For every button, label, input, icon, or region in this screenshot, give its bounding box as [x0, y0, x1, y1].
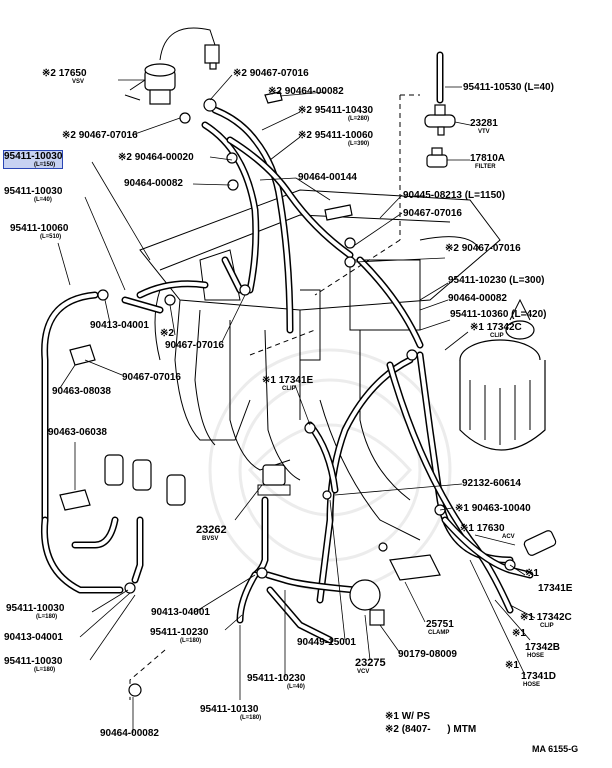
label-95411-10030-highlight[interactable]: 95411-10030(L=150): [2, 150, 64, 169]
label-asterisk1-c: ※1: [505, 660, 519, 671]
label-95411-10230-a: 95411-10230 (L=300): [448, 275, 545, 286]
label-90445-08213: 90445-08213 (L=1150): [403, 190, 506, 201]
label-95411-10030-c: 95411-10030(L=180): [4, 656, 63, 673]
label-95411-10030-b: 95411-10030(L=180): [6, 603, 65, 620]
label-95411-10130: 95411-10130(L=180): [200, 704, 262, 721]
label-90467-07016-a: ※2 90467-07016: [233, 68, 309, 79]
intake-manifold: [139, 189, 501, 541]
label-90413-04001-c: 90413-04001: [4, 632, 63, 643]
label-90463-06038: 90463-06038: [48, 427, 107, 438]
label-95411-10030-a: 95411-10030(L=40): [4, 186, 63, 203]
label-90467-07016-c: 90467-07016: [403, 208, 462, 219]
distributor: [459, 298, 546, 451]
label-90467-07016-f: 90467-07016: [122, 372, 181, 383]
label-95411-10230-b: 95411-10230(L=180): [150, 627, 209, 644]
label-92132-60614: 92132-60614: [462, 478, 521, 489]
label-90449-15001: 90449-15001: [297, 637, 356, 648]
label-90467-07016-b: ※2 90467-07016: [62, 130, 138, 141]
label-95411-10530: 95411-10530 (L=40): [463, 82, 554, 93]
label-90463-08038: 90463-08038: [52, 386, 111, 397]
label-90179-08009: 90179-08009: [398, 649, 457, 660]
label-90467-07016-e: 90467-07016: [165, 340, 224, 351]
label-90464-00082-b: 90464-00082: [124, 178, 183, 189]
diagram-code: MA 6155-G: [532, 744, 579, 754]
label-90464-00082-c: 90464-00082: [448, 293, 507, 304]
label-90413-04001-b: 90413-04001: [151, 607, 210, 618]
components: [59, 27, 557, 697]
legend-line-2: ※2 (8407- ) MTM: [385, 724, 477, 735]
legend: ※1 W/ PS ※2 (8407- ) MTM: [385, 710, 476, 736]
label-90467-07016-d: ※2 90467-07016: [445, 243, 521, 254]
label-90464-00020: ※2 90464-00020: [118, 152, 194, 163]
label-95411-10360: 95411-10360 (L=420): [450, 309, 547, 320]
label-asterisk2: ※2: [160, 328, 174, 339]
hoses: [40, 51, 534, 644]
label-95411-10430: ※2 95411-10430(L=280): [298, 105, 374, 122]
label-90463-10040: ※1 90463-10040: [455, 503, 531, 514]
label-95411-10060-a: ※2 95411-10060(L=390): [298, 130, 374, 147]
label-95411-10230-c: 95411-10230(L=40): [247, 673, 306, 690]
label-90464-00082-a: ※2 90464-00082: [268, 86, 344, 97]
label-95411-10060-b: 95411-10060(L=510): [10, 223, 69, 240]
legend-line-1: ※1 W/ PS: [385, 711, 431, 722]
label-90464-00082-d: 90464-00082: [100, 728, 159, 739]
label-asterisk1-b: ※1: [512, 628, 526, 639]
dashed-box: [129, 94, 420, 700]
label-90464-00144: 90464-00144: [298, 172, 357, 183]
leader-lines: [57, 74, 536, 733]
label-90413-04001-a: 90413-04001: [90, 320, 149, 331]
label-17341e-b: 17341E: [538, 583, 573, 594]
label-asterisk1-a: ※1: [525, 568, 539, 579]
